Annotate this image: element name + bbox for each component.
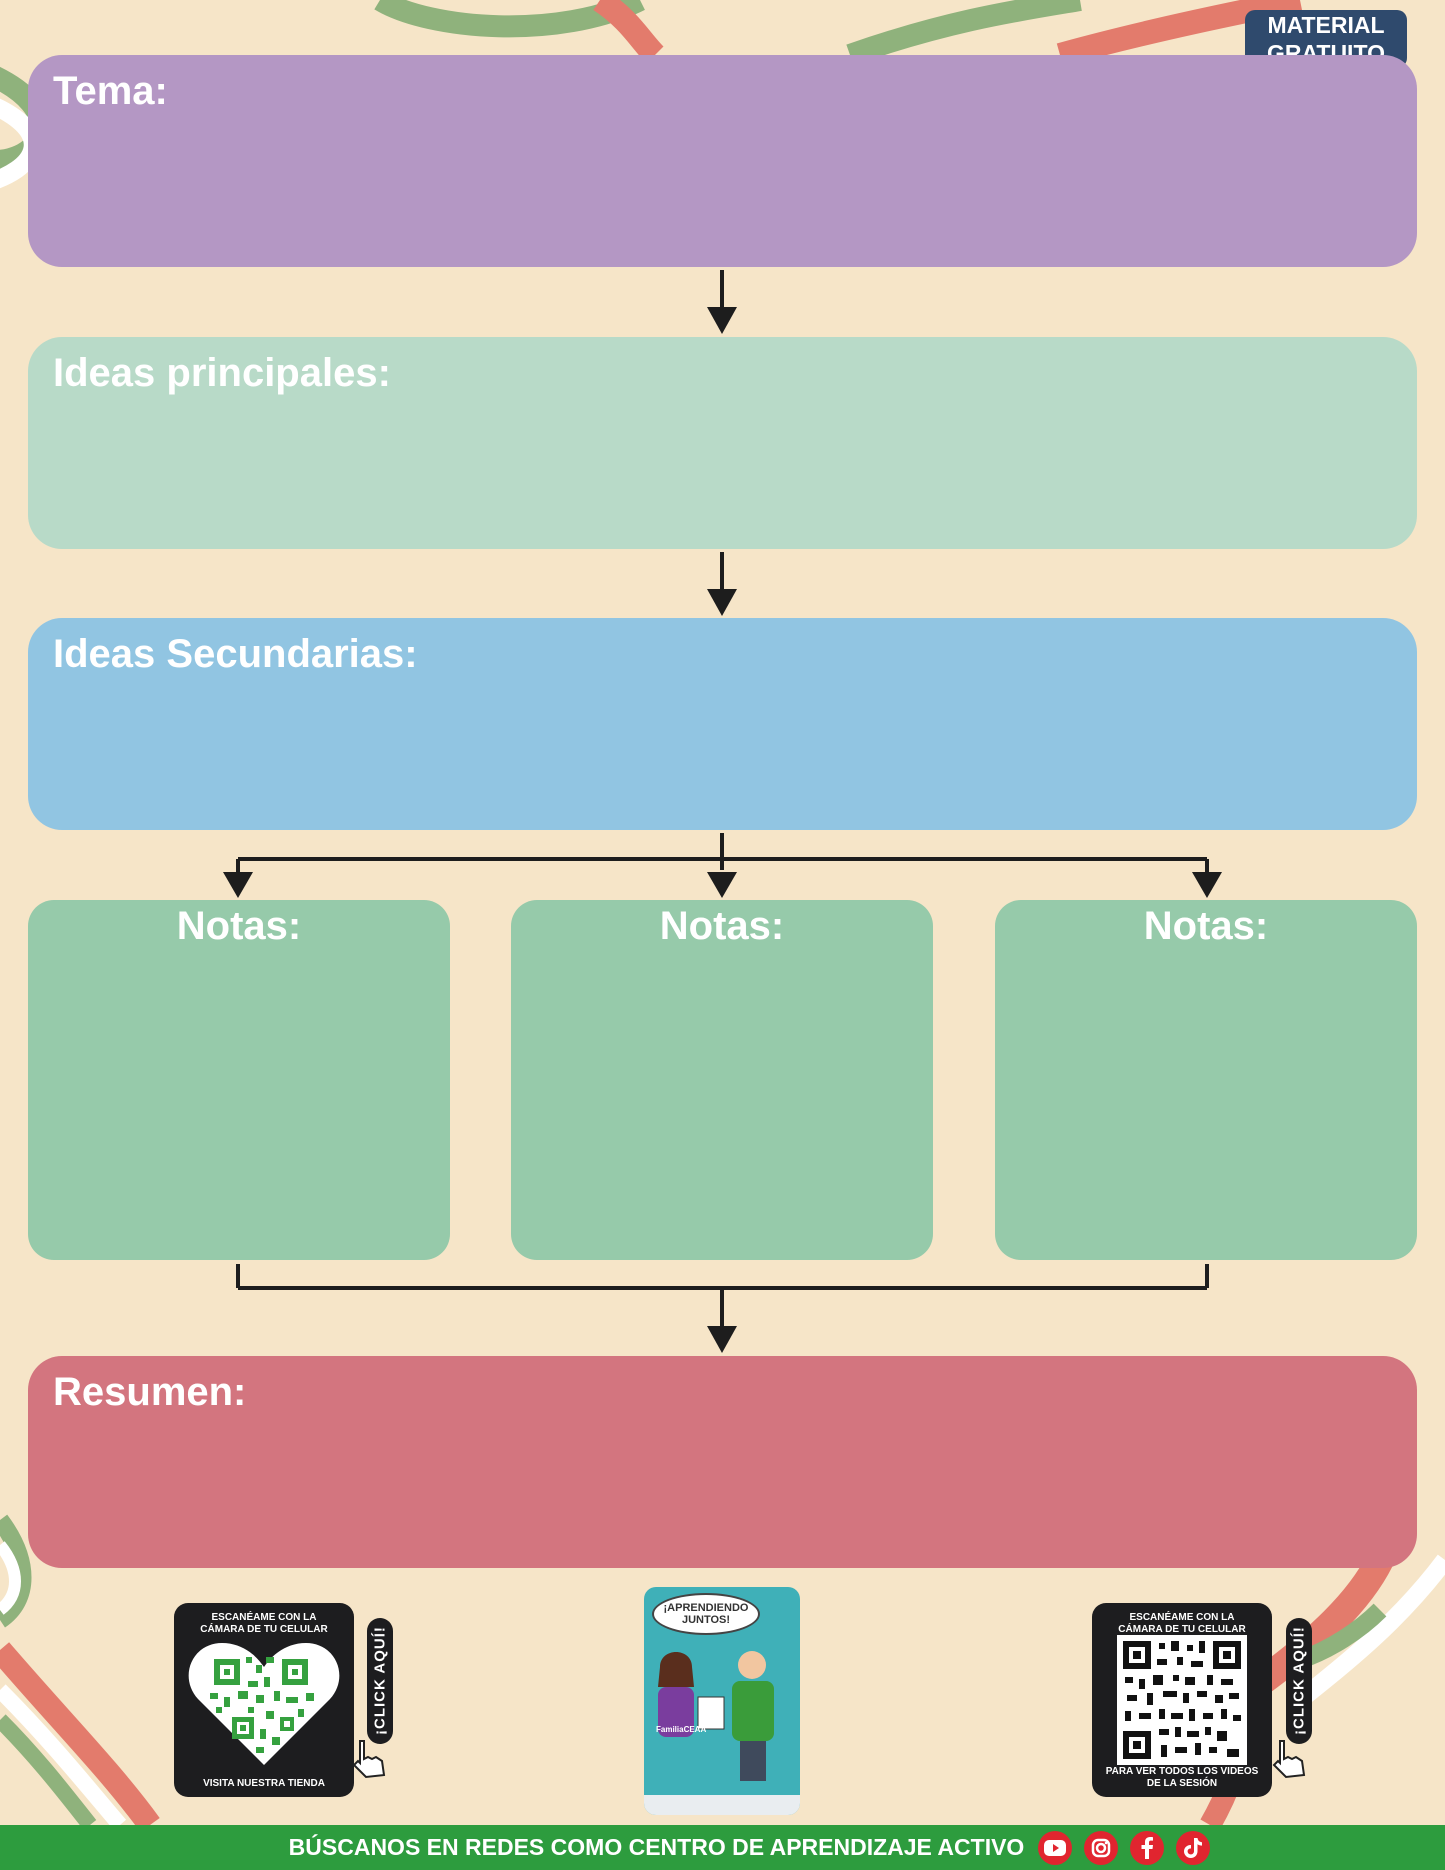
qr-right-bottom-2: DE LA SESIÓN <box>1146 1778 1218 1789</box>
tema-box[interactable]: Tema: <box>28 55 1417 267</box>
speech-bubble: ¡APRENDIENDO JUNTOS! <box>652 1593 760 1635</box>
notas-label-3: Notas: <box>1143 904 1269 948</box>
instagram-icon[interactable] <box>1084 1830 1119 1865</box>
qr-left-top-1: ESCANÉAME CON LA <box>211 1612 317 1623</box>
ideas-principales-box[interactable]: Ideas principales: <box>28 337 1417 549</box>
notas-box-2[interactable]: Notas: <box>511 900 933 1260</box>
resumen-box[interactable]: Resumen: <box>28 1356 1417 1568</box>
heart-qr-code-icon <box>188 1643 340 1765</box>
tiktok-promo-phone[interactable]: ¡APRENDIENDO JUNTOS! FamiliaCEAA <box>644 1587 800 1815</box>
phone-nav-bar <box>644 1795 800 1815</box>
qr-right-top-1: ESCANÉAME CON LA <box>1129 1612 1235 1623</box>
youtube-icon[interactable] <box>1038 1830 1073 1865</box>
facebook-icon[interactable] <box>1130 1830 1165 1865</box>
notas-box-1[interactable]: Notas: <box>28 900 450 1260</box>
qr-left-bottom: VISITA NUESTRA TIENDA <box>203 1778 325 1789</box>
qr-left-top-2: CÁMARA DE TU CELULAR <box>200 1624 328 1635</box>
qr-right-bottom-1: PARA VER TODOS LOS VIDEOS <box>1105 1766 1259 1777</box>
ideas-principales-label: Ideas principales: <box>53 351 391 395</box>
qr-code-icon <box>1117 1635 1247 1765</box>
pointer-hand-icon <box>352 1740 386 1779</box>
arrow-5 <box>1192 872 1222 898</box>
teachers-illustration-icon <box>658 1651 774 1781</box>
store-qr-card[interactable]: ESCANÉAME CON LA CÁMARA DE TU CELULAR VI… <box>174 1603 354 1797</box>
social-footer: BÚSCANOS EN REDES COMO CENTRO DE APRENDI… <box>0 1825 1445 1870</box>
badge-line-1: MATERIAL <box>1267 12 1385 38</box>
footer-text: BÚSCANOS EN REDES COMO CENTRO DE APRENDI… <box>288 1834 1025 1860</box>
ideas-secundarias-label: Ideas Secundarias: <box>53 632 418 676</box>
tiktok-icon[interactable] <box>1176 1830 1211 1865</box>
arrow-2 <box>707 589 737 616</box>
arrow-3 <box>223 872 253 898</box>
bubble-line-1: ¡APRENDIENDO <box>663 1602 749 1614</box>
arrow-4 <box>707 872 737 898</box>
bubble-line-2: JUNTOS! <box>681 1614 731 1626</box>
ideas-secundarias-box[interactable]: Ideas Secundarias: <box>28 618 1417 830</box>
arrow-6 <box>707 1326 737 1353</box>
familia-handle: FamiliaCEAA <box>656 1725 707 1734</box>
tema-label: Tema: <box>53 69 168 113</box>
click-here-right[interactable]: ¡CLICK AQUÍ! <box>1286 1618 1312 1744</box>
resumen-label: Resumen: <box>53 1370 247 1414</box>
qr-right-top-2: CÁMARA DE TU CELULAR <box>1118 1624 1246 1635</box>
arrow-1 <box>707 307 737 334</box>
click-here-left[interactable]: ¡CLICK AQUÍ! <box>367 1618 393 1744</box>
pointer-hand-icon <box>1272 1740 1306 1779</box>
notas-label-2: Notas: <box>659 904 785 948</box>
videos-qr-card[interactable]: ESCANÉAME CON LA CÁMARA DE TU CELULAR PA… <box>1092 1603 1272 1797</box>
notas-box-3[interactable]: Notas: <box>995 900 1417 1260</box>
notas-label-1: Notas: <box>176 904 302 948</box>
